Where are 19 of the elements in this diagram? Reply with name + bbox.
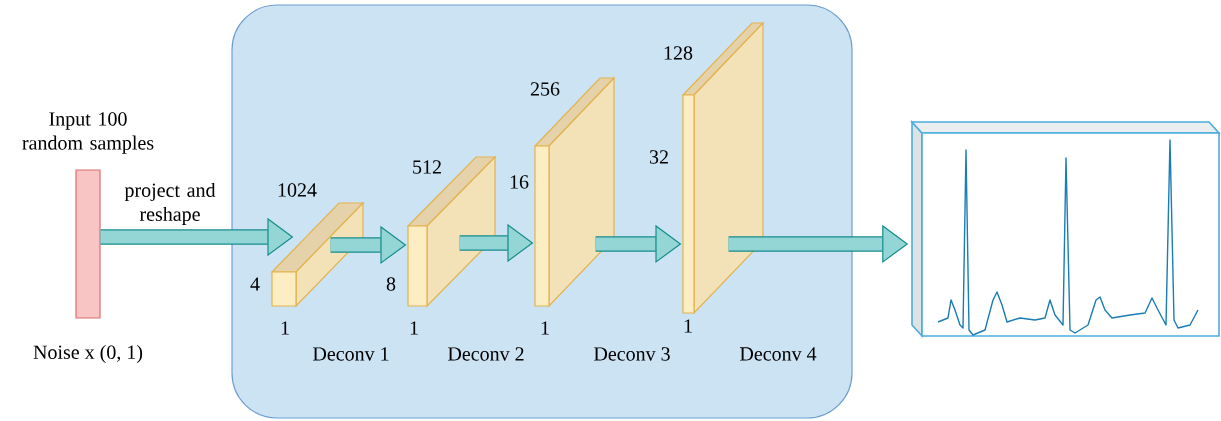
dimension-label: 128 (664, 46, 693, 60)
caption-text: Noise x (0, 1) (33, 344, 143, 364)
dimension-label: 32 (650, 150, 668, 164)
layer-label: Deconv 1 (312, 347, 389, 361)
edge-label: project and reshape (124, 182, 216, 226)
layer-label: Deconv 4 (739, 347, 817, 361)
dimension-label: 8 (386, 277, 396, 291)
dimension-label: 1 (281, 321, 289, 335)
layer-label: Deconv 2 (447, 347, 524, 361)
dimension-label: 1 (684, 319, 692, 333)
dimension-label: 4 (250, 277, 260, 291)
dimension-label: 1 (410, 321, 418, 335)
heading-text: Input 100 random samples (22, 112, 154, 154)
layer-label: Deconv 3 (593, 347, 670, 361)
dimension-label: 512 (413, 160, 441, 174)
dimension-label: 16 (510, 175, 529, 189)
dimension-label: 256 (530, 82, 560, 96)
dimension-label: 1 (541, 321, 549, 335)
dimension-label: 1024 (278, 183, 317, 197)
